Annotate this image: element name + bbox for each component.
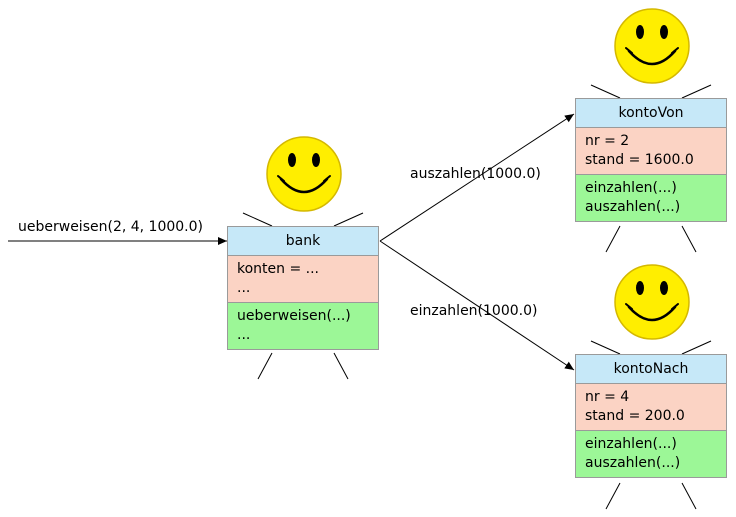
method: auszahlen(...) — [585, 199, 681, 215]
attribute: stand = 200.0 — [585, 408, 685, 424]
method: ueberweisen(...) — [237, 308, 351, 324]
methods-section: einzahlen(...) auszahlen(...) — [576, 431, 726, 477]
kontonach-limbs — [590, 340, 712, 510]
attribute: stand = 1600.0 — [585, 152, 694, 168]
attribute: nr = 4 — [585, 389, 630, 405]
incoming-call-label: ueberweisen(2, 4, 1000.0) — [18, 219, 204, 235]
object-name: kontoVon — [576, 99, 726, 128]
object-kontovon: kontoVon nr = 2 stand = 1600.0 einzahlen… — [575, 98, 727, 222]
method: einzahlen(...) — [585, 436, 677, 452]
message-label-einzahlen: einzahlen(1000.0) — [410, 303, 538, 319]
smiley-face-icon — [614, 8, 690, 84]
method: ... — [237, 327, 251, 343]
object-bank: bank konten = ... ... ueberweisen(...) .… — [227, 226, 379, 350]
attribute: konten = ... — [237, 261, 320, 277]
methods-section: einzahlen(...) auszahlen(...) — [576, 175, 726, 221]
method: auszahlen(...) — [585, 455, 681, 471]
message-arrow-kontonach — [379, 240, 575, 371]
bank-limbs — [242, 212, 364, 380]
attributes-section: nr = 2 stand = 1600.0 — [576, 128, 726, 175]
object-name: bank — [228, 227, 378, 256]
message-label-auszahlen: auszahlen(1000.0) — [410, 166, 541, 182]
object-name: kontoNach — [576, 355, 726, 384]
message-arrow-kontovon — [379, 113, 575, 242]
kontovon-limbs — [590, 84, 712, 253]
attributes-section: nr = 4 stand = 200.0 — [576, 384, 726, 431]
attributes-section: konten = ... ... — [228, 256, 378, 303]
smiley-face-icon — [614, 264, 690, 340]
method: einzahlen(...) — [585, 180, 677, 196]
object-kontonach: kontoNach nr = 4 stand = 200.0 einzahlen… — [575, 354, 727, 478]
methods-section: ueberweisen(...) ... — [228, 303, 378, 349]
smiley-face-icon — [266, 136, 342, 212]
attribute: nr = 2 — [585, 133, 630, 149]
attribute: ... — [237, 280, 251, 296]
